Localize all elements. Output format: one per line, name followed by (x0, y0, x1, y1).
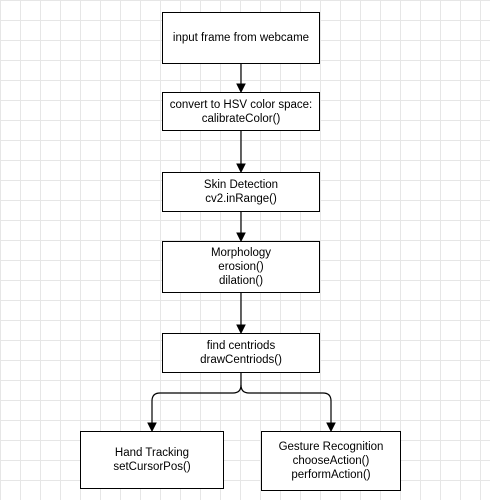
node-convert-hsv-line-2: calibrateColor() (201, 112, 281, 125)
node-find-centroids-line-1: find centriods (206, 340, 276, 352)
edge-centroid-to-hand (151, 373, 242, 425)
arrowhead-gesture (326, 422, 336, 433)
node-skin-detection-line-2: cv2.inRange() (205, 193, 277, 205)
node-convert-hsv-line-1: convert to HSV color space: (169, 98, 313, 111)
node-morphology: Morphology erosion() dilation() (162, 241, 320, 293)
node-find-centroids: find centriods drawCentriods() (162, 333, 320, 373)
node-skin-detection-line-1: Skin Detection (203, 179, 279, 191)
node-input-frame: input frame from webcame (162, 12, 320, 64)
arrowhead-hand (147, 422, 157, 433)
node-convert-hsv: convert to HSV color space: calibrateCol… (162, 92, 320, 131)
node-gesture-recognition: Gesture Recognition chooseAction() perfo… (261, 431, 401, 491)
edge-centroid-to-gesture (240, 384, 332, 425)
node-hand-tracking-line-1: Hand Tracking (114, 447, 190, 459)
node-skin-detection: Skin Detection cv2.inRange() (162, 172, 320, 212)
node-morphology-line-2: erosion() (218, 261, 264, 273)
arrowhead-centroid (236, 324, 246, 335)
node-morphology-line-3: dilation() (218, 275, 264, 287)
node-gesture-recognition-line-3: performAction() (291, 469, 371, 481)
arrowhead-morph (236, 232, 246, 243)
node-find-centroids-line-2: drawCentriods() (200, 354, 282, 366)
node-input-frame-line-1: input frame from webcame (172, 32, 310, 44)
arrowhead-convert (236, 83, 246, 94)
node-gesture-recognition-line-1: Gesture Recognition (278, 441, 384, 453)
node-hand-tracking: Hand Tracking setCursorPos() (80, 431, 224, 489)
node-morphology-line-1: Morphology (210, 247, 272, 259)
node-hand-tracking-line-2: setCursorPos() (113, 461, 191, 473)
node-gesture-recognition-line-2: chooseAction() (292, 455, 370, 467)
arrowhead-skin (236, 163, 246, 174)
